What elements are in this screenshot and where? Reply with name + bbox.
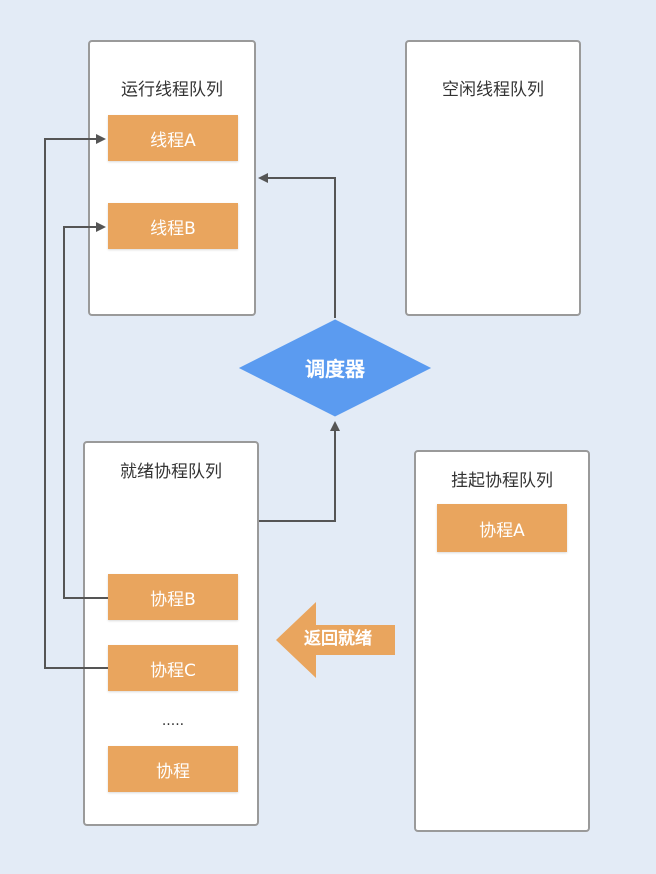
running-thread-queue-title: 运行线程队列 bbox=[121, 80, 223, 100]
idle-thread-queue-title: 空闲线程队列 bbox=[442, 80, 544, 100]
thread-b-item: 线程B bbox=[108, 203, 238, 249]
thread-a-item: 线程A bbox=[108, 115, 238, 161]
coroutine-c-item: 协程C bbox=[108, 645, 238, 691]
coroutine-b-item: 协程B bbox=[108, 574, 238, 620]
ready-to-scheduler-connector bbox=[259, 421, 340, 522]
coroutine-a-item: 协程A bbox=[437, 504, 567, 552]
scheduler-to-running-connector bbox=[258, 173, 336, 318]
scheduler-label: 调度器 bbox=[305, 357, 365, 381]
coroutine-item: 协程 bbox=[108, 746, 238, 792]
return-ready-label: 返回就绪 bbox=[304, 629, 372, 649]
ellipsis: ..... bbox=[161, 713, 185, 729]
running-thread-queue: 运行线程队列 bbox=[88, 40, 256, 316]
suspended-coroutine-queue-title: 挂起协程队列 bbox=[451, 471, 553, 491]
idle-thread-queue: 空闲线程队列 bbox=[405, 40, 581, 316]
ready-coroutine-queue-title: 就绪协程队列 bbox=[120, 462, 222, 482]
